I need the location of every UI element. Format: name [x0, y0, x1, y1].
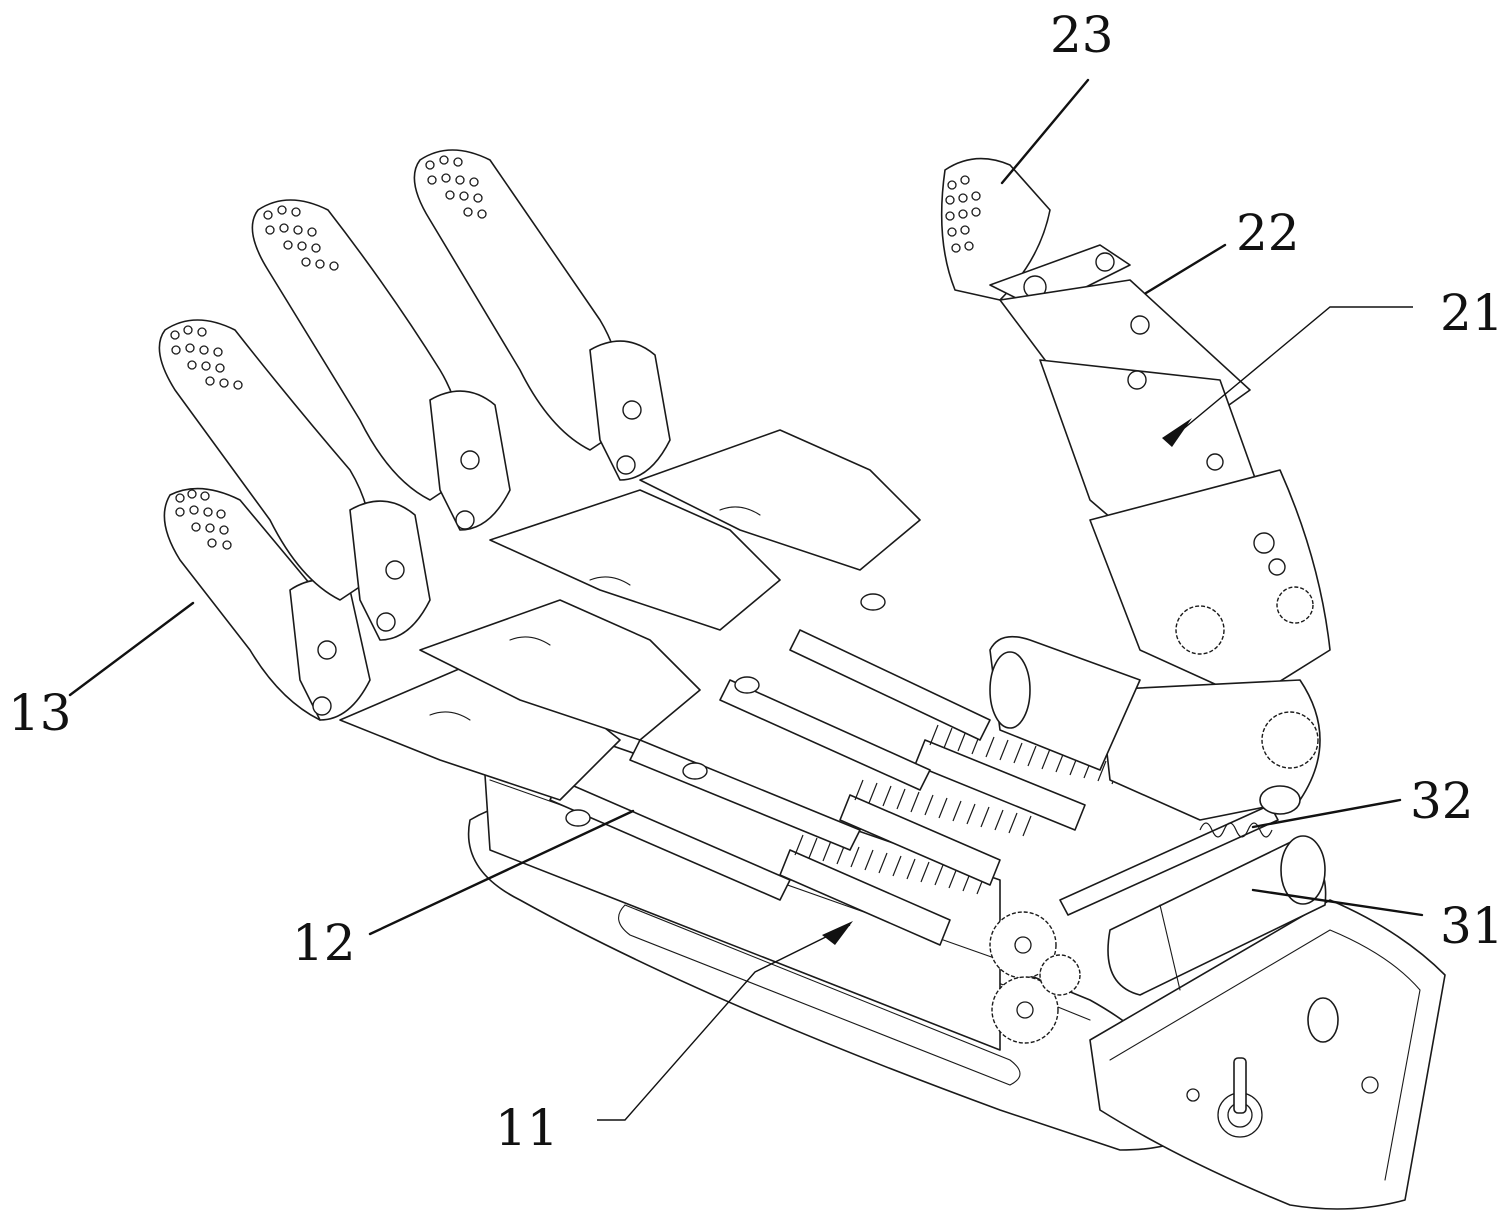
- ref-label-13: 13: [8, 684, 72, 742]
- gear-train: [989, 911, 1081, 1044]
- ref-label-32: 32: [1410, 772, 1474, 830]
- fingertip-texture: [263, 205, 339, 271]
- drive-rods: [549, 593, 991, 901]
- middle-finger: [251, 199, 511, 531]
- ref-label-21: 21: [1440, 284, 1504, 342]
- thumb-tip-segment: [940, 157, 1051, 301]
- ring-finger: [158, 319, 431, 641]
- fingertip-texture: [945, 175, 981, 253]
- leader-21: [1169, 306, 1413, 441]
- thumb: [940, 157, 1331, 821]
- rotation-shaft-spring: [1059, 804, 1279, 916]
- knuckle-brackets: [339, 429, 921, 801]
- ref-label-31: 31: [1440, 897, 1504, 955]
- thumb-base-segment: [1089, 469, 1331, 701]
- leader-22: [1144, 243, 1227, 295]
- leader-11-arrowhead: [822, 921, 853, 945]
- leader-11: [597, 924, 851, 1121]
- spring-drives: [779, 724, 1121, 946]
- leader-21-arrowhead: [1162, 418, 1192, 447]
- ref-label-22: 22: [1236, 204, 1300, 262]
- leader-32: [1251, 798, 1402, 829]
- ref-label-12: 12: [292, 914, 356, 972]
- leader-31: [1251, 888, 1424, 917]
- ref-label-11: 11: [495, 1099, 559, 1157]
- leader-lines: [68, 78, 1424, 1121]
- wrist-cap: [1089, 899, 1446, 1210]
- index-finger: [413, 149, 671, 481]
- leader-23: [1000, 78, 1090, 185]
- thumb-rotation-motor: [1107, 835, 1327, 996]
- leader-13: [68, 601, 195, 697]
- leader-12: [368, 809, 635, 936]
- ref-label-23: 23: [1050, 6, 1114, 64]
- fingertip-texture: [175, 489, 232, 550]
- fingertip-texture: [170, 325, 243, 390]
- reference-labels: 23 22 21 32 31 13 12 11: [8, 6, 1504, 1157]
- fingertip-texture: [425, 155, 487, 219]
- little-finger: [163, 487, 371, 721]
